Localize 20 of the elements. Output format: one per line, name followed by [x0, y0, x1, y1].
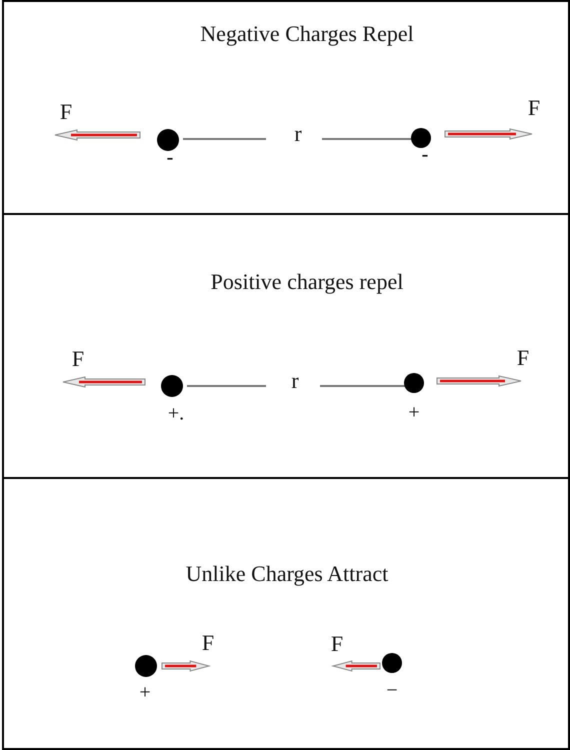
- force-label: F: [330, 631, 344, 657]
- charge-sign: +.: [168, 402, 184, 426]
- distance-label: r: [291, 368, 299, 394]
- force-label: F: [516, 345, 530, 371]
- panel-frame: [2, 213, 570, 479]
- force-label: F: [72, 346, 84, 372]
- panel-frame: [2, 0, 570, 215]
- charge-sign: +: [408, 402, 420, 424]
- charge-sign: -: [422, 144, 428, 166]
- charge-sign: -: [166, 146, 174, 170]
- panel-title: Negative Charges Repel: [200, 21, 414, 47]
- panel-frame: [2, 477, 570, 750]
- force-label: F: [202, 630, 214, 656]
- distance-label: r: [294, 121, 302, 147]
- charge-sign: −: [386, 680, 398, 702]
- panel-title: Unlike Charges Attract: [186, 561, 388, 587]
- panel-title: Positive charges repel: [210, 269, 404, 295]
- force-label: F: [528, 95, 540, 121]
- charge-sign: +: [139, 682, 151, 704]
- force-label: F: [60, 99, 72, 125]
